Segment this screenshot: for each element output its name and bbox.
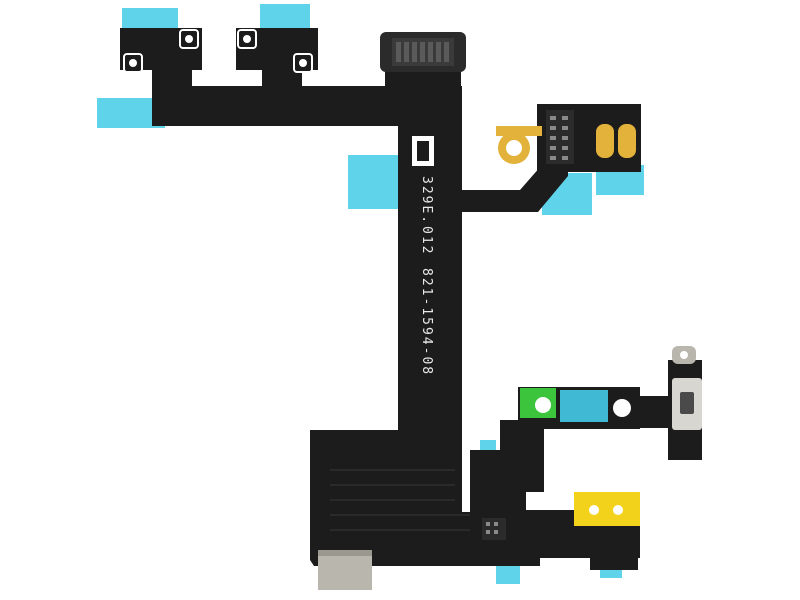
chip-pads (550, 116, 568, 160)
small-chip (482, 518, 506, 540)
gold-ring-contact (496, 126, 542, 164)
gold-pad-a (596, 124, 614, 158)
flex-top-band (152, 86, 410, 126)
board-connector (380, 32, 466, 72)
yellow-pad-hole (613, 505, 623, 515)
yellow-pad (574, 492, 640, 526)
white-contact (613, 399, 631, 417)
metal-stiffener (318, 550, 372, 590)
hole (185, 35, 193, 43)
adhesive-center (348, 155, 398, 209)
flex-mid-right-link (500, 420, 544, 492)
gold-pad-b (618, 124, 636, 158)
connector-pins (396, 42, 449, 62)
hole (243, 35, 251, 43)
gold-pads (596, 124, 636, 158)
adhesive-top-mid (260, 4, 310, 30)
hole (299, 59, 307, 67)
tactile-switch (672, 346, 702, 430)
part-number: 821-1594-08 (419, 268, 434, 376)
green-pad-contact (535, 397, 551, 413)
adhesive-bottom-small (496, 566, 520, 584)
switch-bracket-hole (680, 351, 688, 359)
gold-trace (496, 126, 542, 136)
switch-button (680, 392, 694, 414)
small-chip-pads (486, 522, 498, 534)
flex-traces (330, 469, 470, 531)
yellow-pad-hole (589, 505, 599, 515)
code-number: 012 (419, 226, 434, 255)
metal-stiffener-edge (318, 550, 372, 556)
logo-box-inner (417, 141, 429, 161)
hole (129, 59, 137, 67)
logo-code: 329E. (419, 176, 434, 225)
printed-marking: 329E. 012 821-1594-08 (412, 136, 434, 376)
flex-branch-right (458, 112, 568, 212)
mounting-holes (129, 35, 307, 67)
gold-ring-hole (506, 140, 522, 156)
adhesive-mid-right (560, 390, 608, 422)
